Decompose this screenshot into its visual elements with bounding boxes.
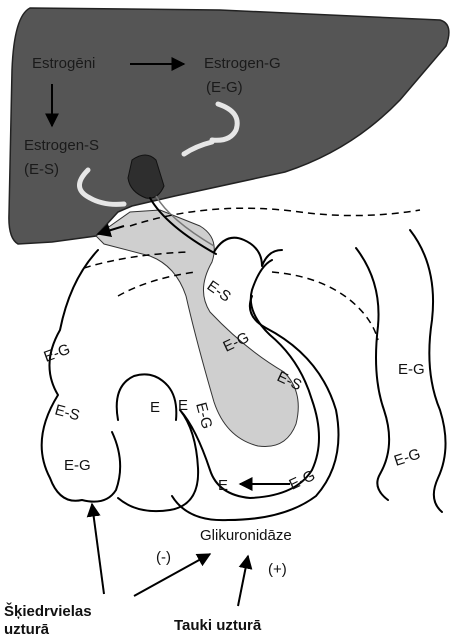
label-fiber-1: Šķiedrvielas — [4, 602, 92, 620]
label-estrogen-s: Estrogen-S — [24, 137, 99, 154]
label-es-top: E-S — [204, 277, 234, 305]
label-plus: (+) — [268, 561, 287, 578]
label-eg-vertical: E-G — [192, 401, 215, 431]
label-enzyme: Glikuronidāze — [200, 527, 292, 544]
label-eg-left-2: E-G — [64, 457, 91, 474]
fiber-to-enzyme-arrow — [134, 554, 210, 596]
intestine-loop-top — [214, 238, 282, 266]
intestine-right-loop — [356, 248, 389, 500]
label-e-3: E — [218, 477, 228, 494]
label-e-1: E — [150, 399, 160, 416]
label-estrogens: Estrogēni — [32, 55, 95, 72]
label-fat: Tauki uzturā — [174, 617, 262, 634]
fat-arrow — [238, 556, 248, 606]
label-eg-3: E-G — [287, 467, 318, 494]
fiber-arrow — [92, 504, 104, 594]
label-es-left: E-S — [53, 401, 82, 424]
label-estrogen-s-abbr: (E-S) — [24, 161, 59, 178]
label-estrogen-g-abbr: (E-G) — [206, 79, 243, 96]
label-minus: (-) — [156, 549, 171, 566]
label-e-2: E — [178, 397, 188, 414]
intestine-inner-left — [117, 374, 177, 420]
label-fiber-2: uzturā — [4, 621, 50, 638]
label-eg-right-1: E-G — [398, 361, 425, 378]
label-estrogen-g: Estrogen-G — [204, 55, 281, 72]
label-eg-left-1: E-G — [42, 341, 73, 366]
dashed-right — [272, 272, 378, 340]
label-eg-right-2: E-G — [392, 445, 423, 469]
